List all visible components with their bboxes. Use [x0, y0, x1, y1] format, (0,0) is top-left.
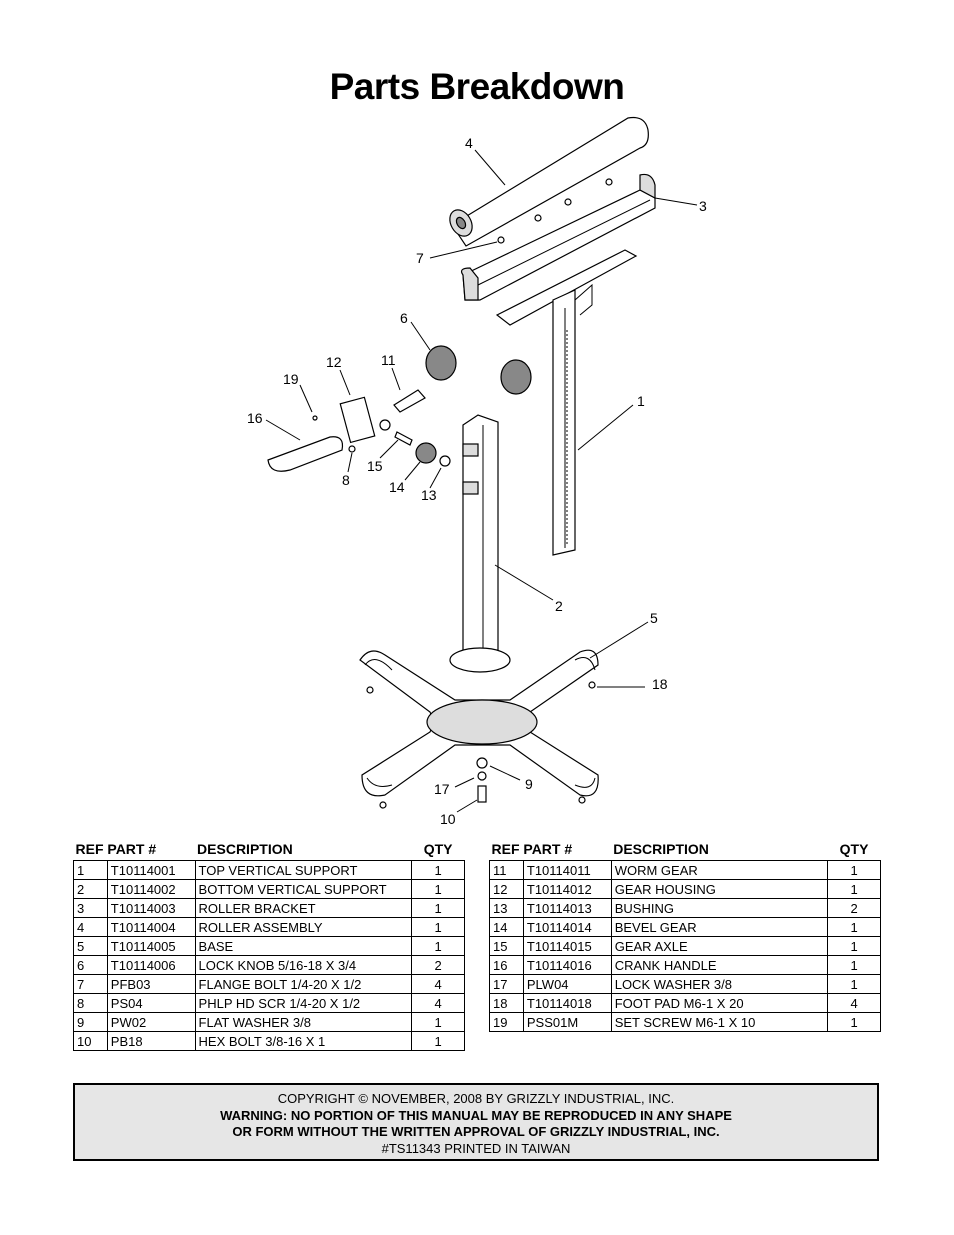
warning-line-2: OR FORM WITHOUT THE WRITTEN APPROVAL OF …	[232, 1124, 720, 1139]
bottom-vertical-support-drawing	[449, 414, 511, 673]
callout-8: 8	[342, 472, 350, 488]
callout-14: 14	[389, 479, 405, 495]
callout-7: 7	[416, 250, 424, 266]
callout-19: 19	[283, 371, 299, 387]
roller-assembly-drawing	[449, 116, 649, 247]
base-drawing	[359, 649, 599, 797]
callout-17: 17	[434, 781, 450, 797]
callout-16: 16	[247, 410, 263, 426]
callout-12: 12	[326, 354, 342, 370]
copyright-line: COPYRIGHT © NOVEMBER, 2008 BY GRIZZLY IN…	[277, 1091, 675, 1106]
callout-15: 15	[367, 458, 383, 474]
small-parts-drawing	[267, 345, 596, 809]
page-title: Parts Breakdown	[329, 66, 625, 107]
header-ref-part: REF PART #	[75, 841, 157, 857]
warning-line-1: WARNING: NO PORTION OF THIS MANUAL MAY B…	[220, 1107, 732, 1123]
exploded-parts-diagram: 1 2 3 4 5 6 7 8 9 10 11 12 13 14 15 16 1…	[247, 116, 707, 827]
callout-9: 9	[525, 776, 533, 792]
header-ref-part: REF PART #	[491, 841, 573, 857]
leader-lines	[265, 149, 698, 813]
callout-labels: 1 2 3 4 5 6 7 8 9 10 11 12 13 14 15 16 1…	[247, 135, 707, 827]
header-qty: QTY	[839, 841, 869, 857]
header-qty: QTY	[423, 841, 453, 857]
copyright-box: COPYRIGHT © NOVEMBER, 2008 BY GRIZZLY IN…	[73, 1083, 879, 1161]
callout-10: 10	[440, 811, 456, 827]
roller-bracket-drawing	[460, 173, 656, 301]
callout-5: 5	[650, 610, 658, 626]
callout-1: 1	[637, 393, 645, 409]
top-vertical-support-drawing	[495, 249, 638, 556]
callout-3: 3	[699, 198, 707, 214]
callout-11: 11	[381, 352, 396, 368]
callout-6: 6	[400, 310, 408, 326]
catalog-number: #TS11343 PRINTED IN TAIWAN	[381, 1140, 571, 1156]
callout-13: 13	[421, 487, 437, 503]
header-description: DESCRIPTION	[613, 841, 709, 857]
header-description: DESCRIPTION	[197, 841, 293, 857]
table-header-row: REF PART # DESCRIPTION QTY	[74, 838, 465, 861]
callout-18: 18	[652, 676, 668, 692]
table-header-row: REF PART # DESCRIPTION QTY	[490, 838, 881, 861]
callout-2: 2	[555, 598, 563, 614]
callout-4: 4	[465, 135, 473, 151]
